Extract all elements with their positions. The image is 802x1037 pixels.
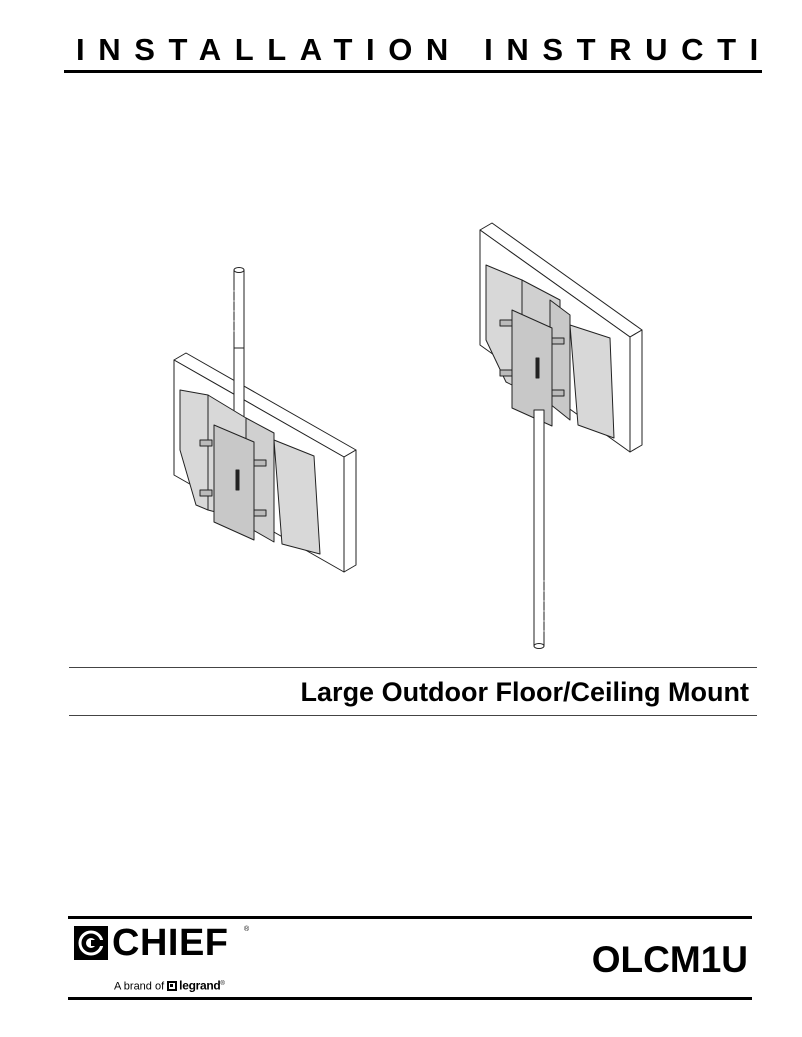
document-title: INSTALLATION INSTRUCTIONS [76,32,762,67]
product-illustration [173,222,643,649]
header-rule [64,70,762,73]
title-rule-bottom [69,715,757,716]
title-rule-top [69,667,757,668]
product-title: Large Outdoor Floor/Ceiling Mount [300,677,749,707]
registered-mark: ® [244,926,250,933]
footer-rule-top [68,916,752,919]
tagline-prefix: A brand of [114,980,165,993]
ceiling-mount-illustration [173,267,357,573]
brand-tagline: A brand of legrand® [114,977,225,994]
chief-logo-icon [74,926,108,960]
footer-rule-bottom [68,997,752,1000]
tagline-mark: ® [220,981,225,987]
legrand-logo-icon [167,980,178,991]
model-number: OLCM1U [591,939,748,980]
tagline-brand: legrand [179,978,221,993]
floor-mount-illustration [479,222,643,649]
brand-name: CHIEF [112,922,229,964]
